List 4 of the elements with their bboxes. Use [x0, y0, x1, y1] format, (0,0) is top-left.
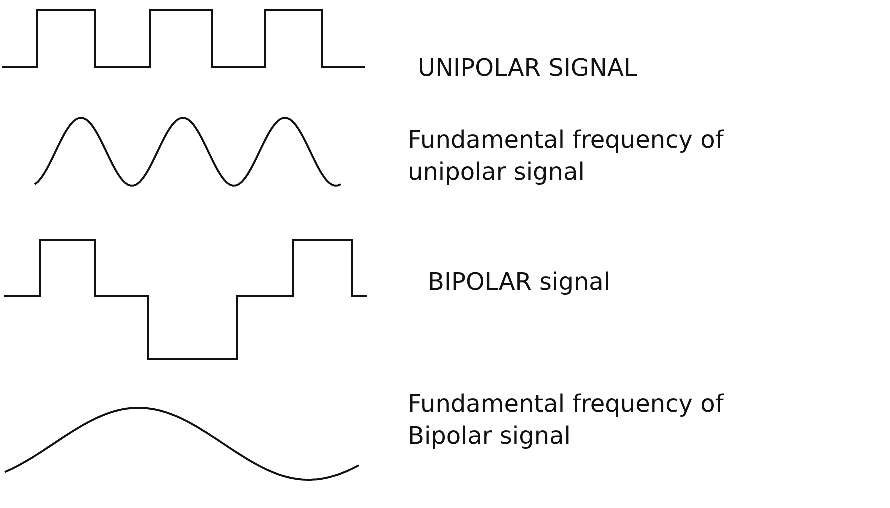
waveform-label: Fundamental frequency of Bipolar signal [408, 389, 726, 452]
waveform-label: BIPOLAR signal [428, 267, 612, 298]
waveform-label: UNIPOLAR SIGNAL [418, 53, 638, 84]
waveform-label: Fundamental frequency of unipolar signal [408, 125, 726, 188]
